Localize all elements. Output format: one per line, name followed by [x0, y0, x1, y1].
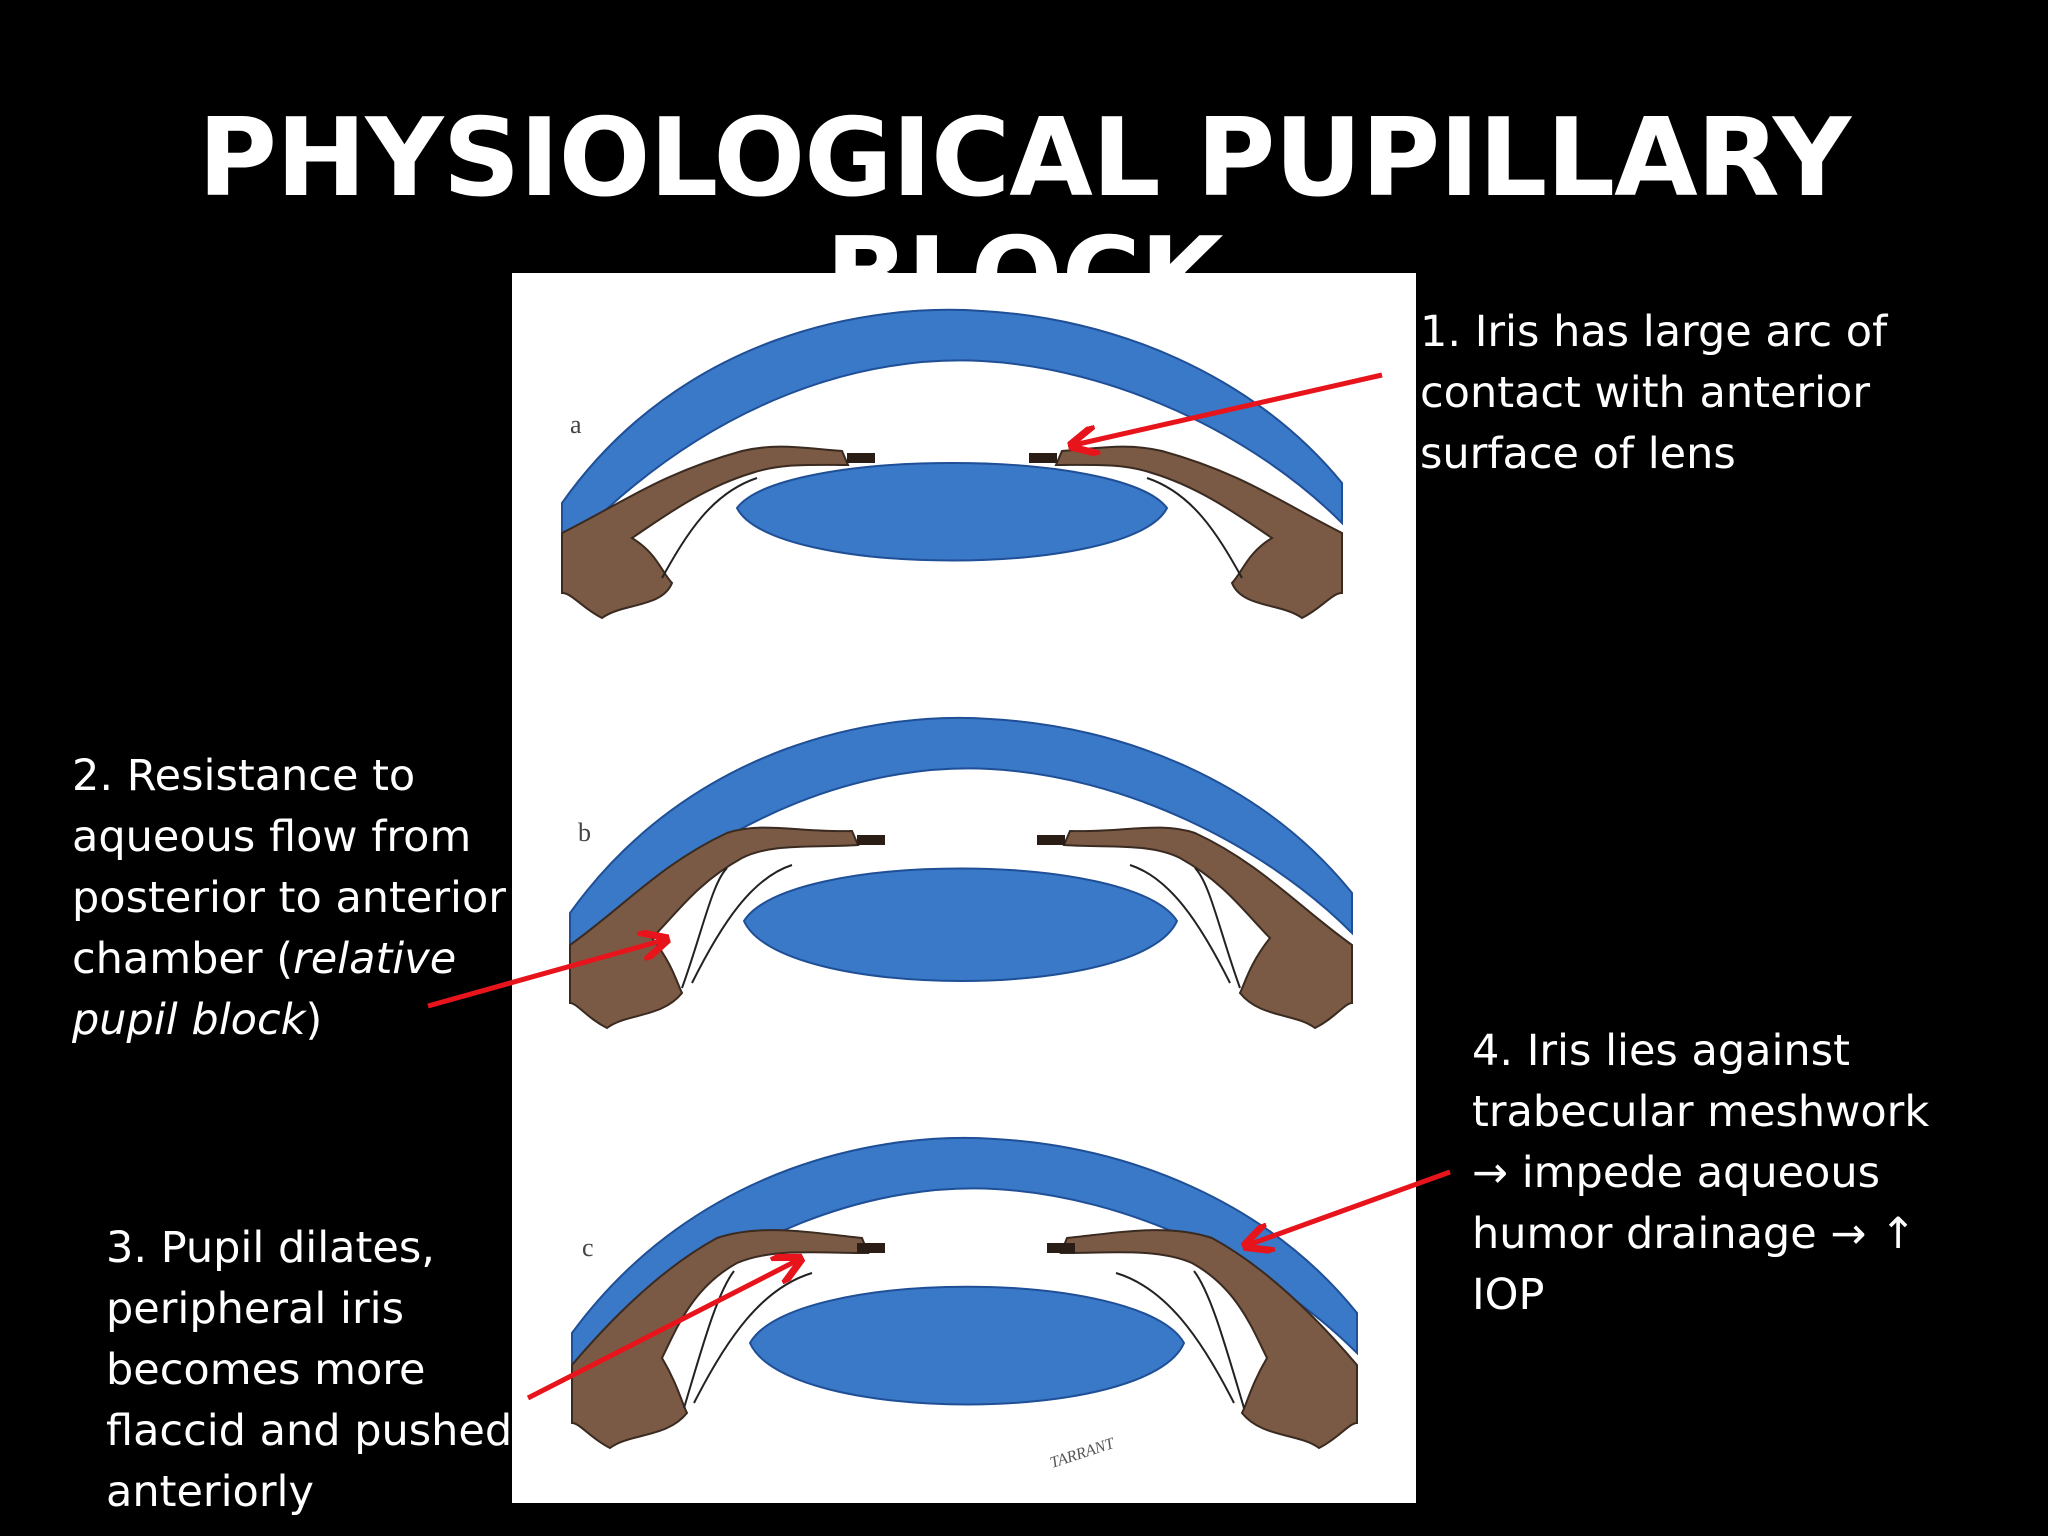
callout-4-line-1: 4. Iris lies against [1472, 1026, 1850, 1076]
callout-2-line-2: aqueous flow from [72, 812, 472, 862]
callout-3-line-1: 3. Pupil dilates, [106, 1223, 435, 1273]
diagram-b: b [569, 716, 1353, 1030]
cornea-a [561, 308, 1343, 556]
pupil-contact-left-b [857, 835, 885, 845]
callout-1-line-1: 1. Iris has large arc of [1420, 307, 1888, 357]
lens-b [742, 867, 1179, 982]
diagram-label-c: c [582, 1233, 594, 1262]
pupil-contact-left-a [847, 453, 875, 463]
iris-left-a [561, 445, 850, 620]
eye-diagram-panel: a b c TARR [512, 273, 1416, 1503]
pupil-contact-right-c [1047, 1243, 1075, 1253]
cornea-c [571, 1136, 1358, 1386]
callout-2-line-4-italic: relative [293, 934, 457, 984]
callout-2: 2. Resistance to aqueous flow from poste… [72, 746, 512, 1051]
diagram-a: a [561, 308, 1343, 620]
diagram-label-b: b [578, 818, 591, 847]
callout-2-line-5-italic: pupil block [72, 995, 306, 1045]
diagram-label-a: a [570, 410, 582, 439]
iris-right-c [1059, 1229, 1358, 1450]
callout-3: 3. Pupil dilates, peripheral iris become… [106, 1218, 526, 1523]
callout-3-line-4: flaccid and pushed [106, 1406, 513, 1456]
callout-1-line-3: surface of lens [1420, 429, 1736, 479]
callout-1-line-2: contact with anterior [1420, 368, 1871, 418]
callout-4-line-4: humor drainage → ↑ [1472, 1209, 1917, 1259]
lens-a [735, 462, 1169, 562]
pupil-contact-left-c [857, 1243, 885, 1253]
diagram-c: c TARRANT [571, 1136, 1358, 1472]
iris-right-a [1054, 445, 1343, 620]
callout-2-line-4: chamber (relative [72, 929, 512, 990]
cornea-b [569, 716, 1353, 966]
callout-4-line-2: trabecular meshwork [1472, 1087, 1930, 1137]
callout-4-line-5: IOP [1472, 1270, 1545, 1320]
pupil-contact-right-b [1037, 835, 1065, 845]
callout-3-line-5: anteriorly [106, 1467, 314, 1517]
pupil-contact-right-a [1029, 453, 1057, 463]
iris-right-b [1062, 826, 1353, 1030]
callout-4-line-3: → impede aqueous [1472, 1148, 1881, 1198]
callout-3-line-3: becomes more [106, 1345, 426, 1395]
callout-2-line-4-pre: chamber ( [72, 934, 294, 984]
callout-4: 4. Iris lies against trabecular meshwork… [1472, 1021, 1952, 1326]
eye-diagram: a b c TARR [561, 308, 1358, 1472]
callout-2-line-1: 2. Resistance to [72, 751, 416, 801]
artist-signature: TARRANT [1048, 1435, 1117, 1472]
callout-2-line-5-post: ) [305, 995, 323, 1045]
callout-2-line-5: pupil block) [72, 990, 512, 1051]
lens-c [748, 1285, 1186, 1406]
callout-2-line-3: posterior to anterior [72, 873, 506, 923]
callout-3-line-2: peripheral iris [106, 1284, 404, 1334]
callout-1: 1. Iris has large arc of contact with an… [1420, 302, 1980, 485]
